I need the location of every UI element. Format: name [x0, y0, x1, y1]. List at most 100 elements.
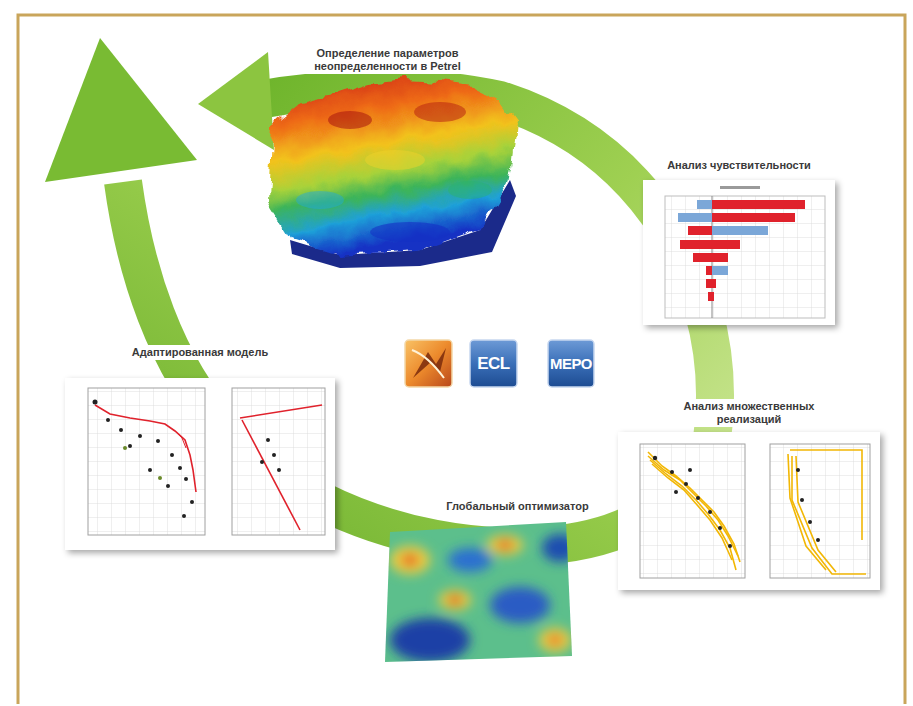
tornado-chart	[720, 186, 760, 189]
stage-heading: Адаптированная модель	[128, 345, 272, 360]
realizations-plot	[770, 444, 870, 578]
optimizer-surface	[487, 535, 523, 555]
tornado-chart	[688, 226, 712, 235]
petrel-icon	[413, 348, 446, 378]
optimizer-surface	[548, 635, 562, 645]
realizations-plot	[684, 482, 688, 486]
optimizer-surface	[380, 515, 580, 670]
history-match-plot	[266, 438, 270, 442]
optimizer-surface	[497, 540, 513, 550]
tornado-chart	[665, 196, 825, 318]
stage-panel: Анализ чувствительности	[643, 180, 835, 325]
terrain-model	[448, 181, 492, 199]
realizations-plot	[796, 456, 836, 572]
optimizer-surface	[390, 546, 430, 574]
stage-panel: Глобальный оптимизатор	[385, 522, 570, 660]
history-match-plot	[128, 444, 132, 448]
tornado-chart	[712, 226, 768, 235]
history-match-plot	[158, 476, 162, 480]
history-match-plot	[232, 388, 325, 535]
realizations-plot	[796, 468, 800, 472]
history-match-plot	[88, 388, 205, 535]
tornado-chart	[643, 180, 835, 325]
realizations-plot	[618, 432, 880, 590]
history-match-plot	[93, 400, 195, 519]
petrel-icon	[405, 340, 452, 387]
optimizer-surface	[380, 515, 580, 670]
petrel-icon	[412, 350, 444, 378]
tornado-chart	[680, 240, 740, 249]
stage-heading: Определение параметров неопределенности …	[298, 46, 478, 74]
terrain-model	[414, 102, 466, 122]
realizations-plot	[696, 496, 700, 500]
realizations-plot	[792, 456, 866, 574]
history-match-plot	[182, 514, 186, 518]
realizations-plot	[800, 498, 804, 502]
realizations-plot	[653, 456, 820, 548]
realizations-plot	[648, 450, 866, 574]
tornado-chart	[706, 279, 716, 288]
optimizer-surface	[390, 534, 578, 662]
history-match-plot	[156, 439, 160, 443]
history-match-plot	[240, 405, 322, 418]
history-match-plot	[93, 400, 98, 405]
optimizer-surface	[448, 595, 462, 605]
tornado-chart	[712, 266, 728, 275]
terrain-model	[296, 191, 344, 209]
history-match-plot	[106, 418, 110, 422]
software-name: MEPO	[548, 340, 594, 387]
history-match-plot	[95, 405, 196, 492]
realizations-plot	[674, 490, 678, 494]
terrain-model	[365, 150, 425, 170]
realizations-plot	[640, 444, 745, 578]
optimizer-surface	[390, 618, 470, 662]
petrel-icon	[405, 340, 452, 387]
software-name: ECL	[470, 340, 517, 387]
optimizer-surface	[542, 534, 578, 562]
realizations-plot	[653, 456, 657, 460]
history-match-plot	[277, 468, 281, 472]
optimizer-surface	[490, 587, 550, 623]
realizations-plot	[648, 452, 740, 562]
terrain-model	[370, 222, 450, 242]
realizations-plot	[650, 460, 736, 570]
realizations-plot	[718, 526, 722, 530]
history-match-plot	[148, 468, 152, 472]
stage-panel: Анализ множественных реализаций	[618, 432, 880, 590]
realizations-plot	[808, 520, 812, 524]
realizations-plot	[618, 432, 880, 590]
realizations-plot	[788, 454, 826, 570]
history-match-plot	[260, 460, 264, 464]
stage-panel: Определение параметров неопределенности …	[265, 82, 520, 260]
tornado-chart	[693, 253, 728, 262]
history-match-plot	[170, 453, 174, 457]
stage-panel: Адаптированная модель	[65, 378, 335, 550]
history-match-plot	[119, 428, 123, 432]
history-match-plot	[65, 378, 335, 550]
tornado-chart	[712, 200, 805, 209]
realizations-plot	[790, 450, 862, 540]
history-match-plot	[123, 446, 162, 480]
realizations-plot	[688, 468, 692, 472]
history-match-plot	[178, 466, 182, 470]
cycle-arrow	[198, 52, 274, 150]
realizations-plot	[652, 464, 732, 560]
terrain-model	[268, 80, 516, 268]
history-match-plot	[272, 453, 276, 457]
stage-heading: Анализ чувствительности	[663, 158, 815, 173]
history-match-plot	[166, 484, 170, 488]
mepo-icon	[548, 340, 594, 387]
history-match-plot	[65, 378, 335, 550]
tornado-chart	[643, 180, 835, 325]
tornado-chart	[708, 292, 714, 301]
tornado-chart	[678, 213, 712, 222]
eclipse-icon	[470, 340, 517, 387]
optimizer-surface	[380, 515, 580, 670]
optimizer-surface	[401, 554, 419, 566]
optimizer-surface	[539, 628, 571, 652]
history-match-plot	[176, 432, 186, 448]
cycle-arrow	[45, 38, 197, 182]
stage-heading: Глобальный оптимизатор	[442, 499, 592, 514]
history-match-plot	[138, 434, 142, 438]
